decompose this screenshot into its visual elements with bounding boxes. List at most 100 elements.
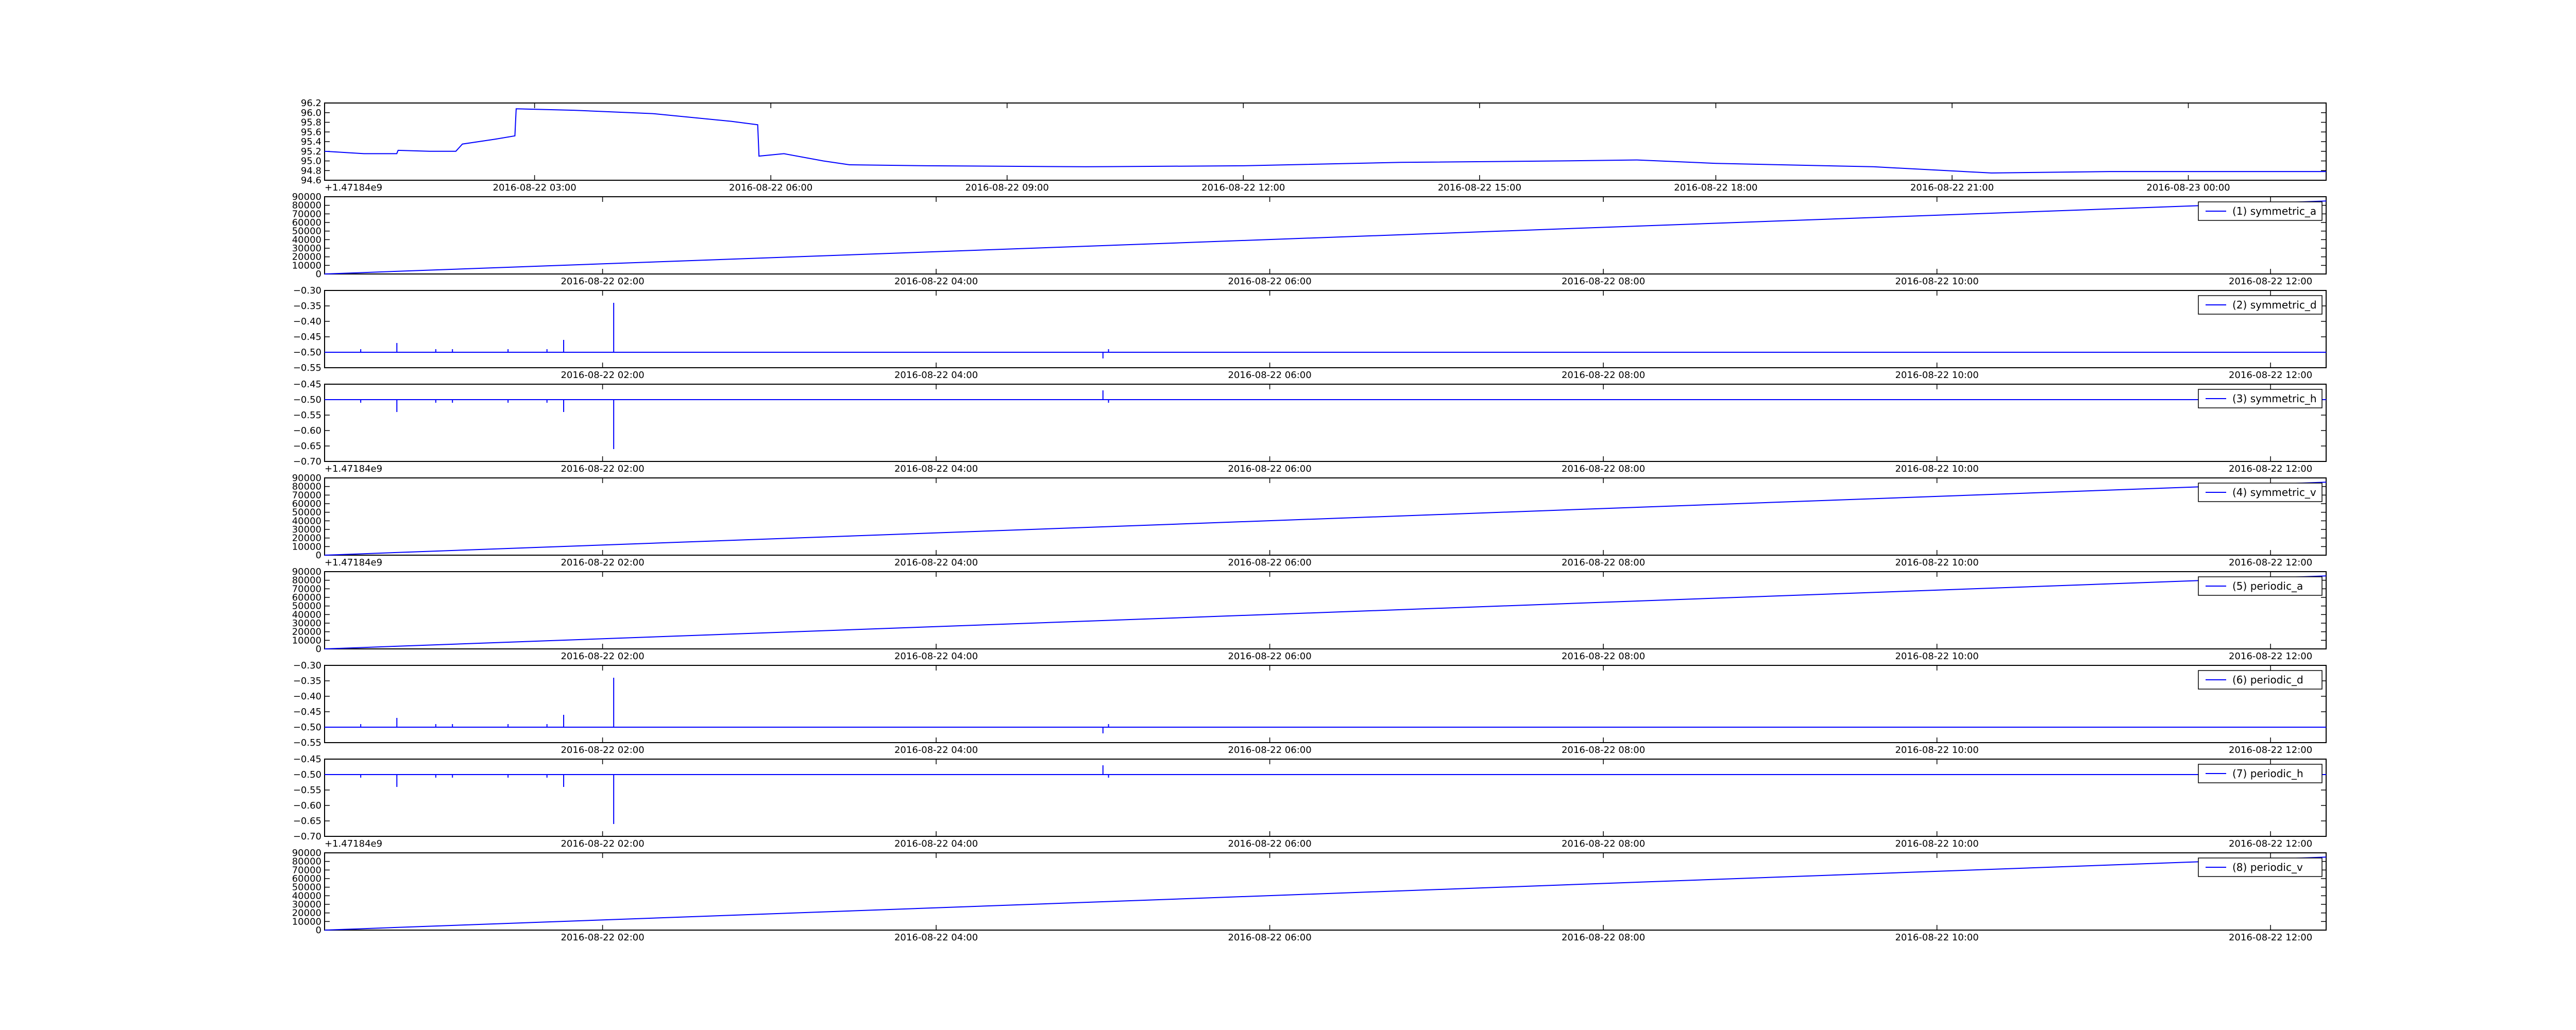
x-offset-label: +1.47184e9: [325, 182, 382, 193]
y-tick-label: 40000: [292, 516, 321, 526]
y-tick-label: 50000: [292, 226, 321, 237]
x-offset-label: +1.47184e9: [325, 557, 382, 568]
y-tick-label: 60000: [292, 217, 321, 228]
x-tick-label: 2016-08-22 08:00: [1562, 557, 1645, 568]
y-tick-label: −0.45: [293, 332, 321, 342]
y-tick-label: 40000: [292, 609, 321, 620]
x-tick-label: 2016-08-22 15:00: [1438, 182, 1521, 193]
y-tick-label: 95.4: [301, 136, 321, 147]
y-tick-label: −0.30: [293, 660, 321, 671]
y-tick-label: 30000: [292, 618, 321, 629]
legend-label: (8) periodic_v: [2232, 861, 2303, 873]
y-tick-label: −0.65: [293, 816, 321, 827]
plot-frame: [324, 759, 2327, 837]
y-tick-label: 0: [316, 925, 321, 936]
x-tick-label: 2016-08-22 10:00: [1895, 557, 1978, 568]
y-tick-label: 20000: [292, 533, 321, 544]
x-tick-label: 2016-08-22 04:00: [894, 838, 978, 849]
y-tick-label: 90000: [292, 566, 321, 577]
legend-label: (5) periodic_a: [2232, 580, 2303, 592]
plot-frame: [324, 665, 2327, 743]
y-tick-label: −0.45: [293, 379, 321, 390]
y-tick-label: −0.55: [293, 785, 321, 796]
legend-box: [2198, 483, 2323, 502]
y-tick-label: −0.45: [293, 754, 321, 765]
legend: (1) symmetric_a: [2198, 201, 2323, 221]
y-tick-label: 80000: [292, 482, 321, 492]
x-tick-label: 2016-08-22 21:00: [1910, 182, 1994, 193]
y-tick-label: 30000: [292, 524, 321, 535]
x-tick-label: 2016-08-22 04:00: [894, 276, 978, 287]
series-line: [324, 575, 2327, 649]
y-tick-label: −0.50: [293, 394, 321, 405]
series-line: [324, 200, 2327, 274]
x-tick-label: 2016-08-22 10:00: [1895, 745, 1978, 756]
x-tick-label: 2016-08-22 04:00: [894, 745, 978, 756]
series-line: [324, 482, 2327, 556]
plot-frame: [324, 852, 2327, 931]
x-tick-label: 2016-08-22 12:00: [2229, 651, 2312, 662]
x-tick-label: 2016-08-22 08:00: [1562, 276, 1645, 287]
x-tick-label: 2016-08-22 04:00: [894, 651, 978, 662]
chart-panel-9: 0100002000030000400005000060000700008000…: [292, 848, 2327, 943]
legend: (7) periodic_h: [2198, 764, 2323, 783]
y-tick-label: 50000: [292, 601, 321, 612]
series-line: [324, 856, 2327, 931]
chart-panel-1: 94.694.895.095.295.495.695.896.096.22016…: [301, 98, 2327, 193]
legend: (5) periodic_a: [2198, 576, 2323, 596]
x-tick-label: 2016-08-23 00:00: [2146, 182, 2230, 193]
y-tick-label: 90000: [292, 192, 321, 202]
y-tick-label: −0.70: [293, 456, 321, 467]
x-tick-label: 2016-08-22 08:00: [1562, 370, 1645, 381]
legend-label: (6) periodic_d: [2232, 674, 2303, 686]
y-tick-label: −0.60: [293, 425, 321, 436]
x-tick-label: 2016-08-22 10:00: [1895, 932, 1978, 943]
x-tick-label: 2016-08-22 06:00: [1228, 651, 1311, 662]
y-tick-label: 80000: [292, 575, 321, 586]
y-tick-label: 10000: [292, 635, 321, 646]
x-tick-label: 2016-08-22 10:00: [1895, 276, 1978, 287]
y-tick-label: 90000: [292, 473, 321, 484]
x-tick-label: 2016-08-22 08:00: [1562, 745, 1645, 756]
legend: (2) symmetric_d: [2198, 295, 2323, 315]
y-tick-label: 40000: [292, 234, 321, 245]
plot-frame: [324, 102, 2327, 181]
x-tick-label: 2016-08-22 06:00: [1228, 932, 1311, 943]
x-tick-label: 2016-08-22 06:00: [729, 182, 812, 193]
legend-label: (1) symmetric_a: [2232, 205, 2316, 217]
y-tick-label: 95.8: [301, 117, 321, 128]
y-tick-label: −0.70: [293, 831, 321, 842]
series-line: [324, 108, 2326, 174]
x-tick-label: 2016-08-22 06:00: [1228, 557, 1311, 568]
legend-label: (3) symmetric_h: [2232, 392, 2317, 405]
legend-label: (7) periodic_h: [2232, 767, 2303, 780]
plot-frame: [324, 477, 2327, 556]
y-tick-label: −0.45: [293, 707, 321, 717]
x-tick-label: 2016-08-22 04:00: [894, 932, 978, 943]
y-tick-label: −0.55: [293, 410, 321, 421]
chart-panel-5: 0100002000030000400005000060000700008000…: [292, 473, 2327, 568]
x-tick-label: 2016-08-22 12:00: [2229, 838, 2312, 849]
x-tick-label: 2016-08-22 12:00: [2229, 370, 2312, 381]
y-tick-label: −0.35: [293, 676, 321, 686]
y-tick-label: 80000: [292, 200, 321, 211]
x-tick-label: 2016-08-22 04:00: [894, 464, 978, 474]
x-tick-label: 2016-08-22 02:00: [561, 838, 644, 849]
x-tick-label: 2016-08-22 02:00: [561, 370, 644, 381]
x-tick-label: 2016-08-22 02:00: [561, 557, 644, 568]
x-tick-label: 2016-08-22 12:00: [2229, 464, 2312, 474]
x-tick-label: 2016-08-22 10:00: [1895, 370, 1978, 381]
plot-frame: [324, 571, 2327, 649]
y-tick-label: −0.60: [293, 800, 321, 811]
x-tick-label: 2016-08-22 12:00: [1201, 182, 1285, 193]
x-tick-label: 2016-08-22 06:00: [1228, 370, 1311, 381]
x-tick-label: 2016-08-22 10:00: [1895, 464, 1978, 474]
y-tick-label: 0: [316, 550, 321, 561]
chart-panel-7: −0.55−0.50−0.45−0.40−0.35−0.302016-08-22…: [293, 660, 2327, 756]
y-tick-label: 70000: [292, 209, 321, 219]
y-tick-label: 95.0: [301, 156, 321, 167]
legend-label: (4) symmetric_v: [2232, 486, 2316, 499]
y-tick-label: 20000: [292, 908, 321, 919]
x-tick-label: 2016-08-22 06:00: [1228, 276, 1311, 287]
